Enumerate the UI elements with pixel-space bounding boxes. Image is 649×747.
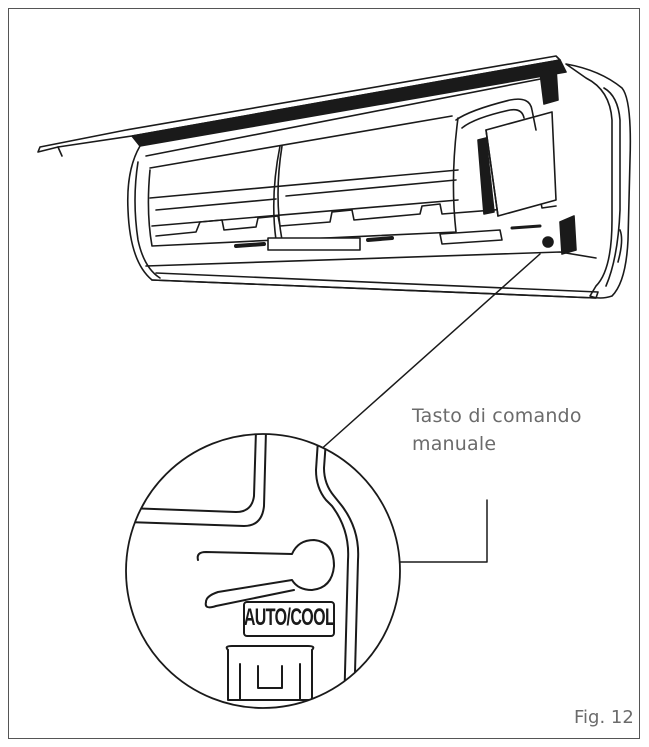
leader-line	[317, 253, 541, 453]
auto-cool-label: AUTO/COOL	[243, 603, 335, 635]
auto-cool-text: AUTO/COOL	[243, 605, 335, 632]
magnified-detail	[125, 433, 401, 709]
callout-label: Tasto di comando manuale	[412, 402, 582, 458]
manual-button-location	[542, 236, 554, 248]
front-panel-lid	[37, 55, 567, 157]
callout-bracket	[389, 499, 488, 563]
callout-line-2: manuale	[412, 433, 497, 455]
callout-line-1: Tasto di comando	[412, 405, 582, 427]
indoor-unit-body	[126, 63, 632, 299]
figure-frame	[8, 8, 640, 739]
figure-label: Fig. 12	[574, 707, 634, 728]
